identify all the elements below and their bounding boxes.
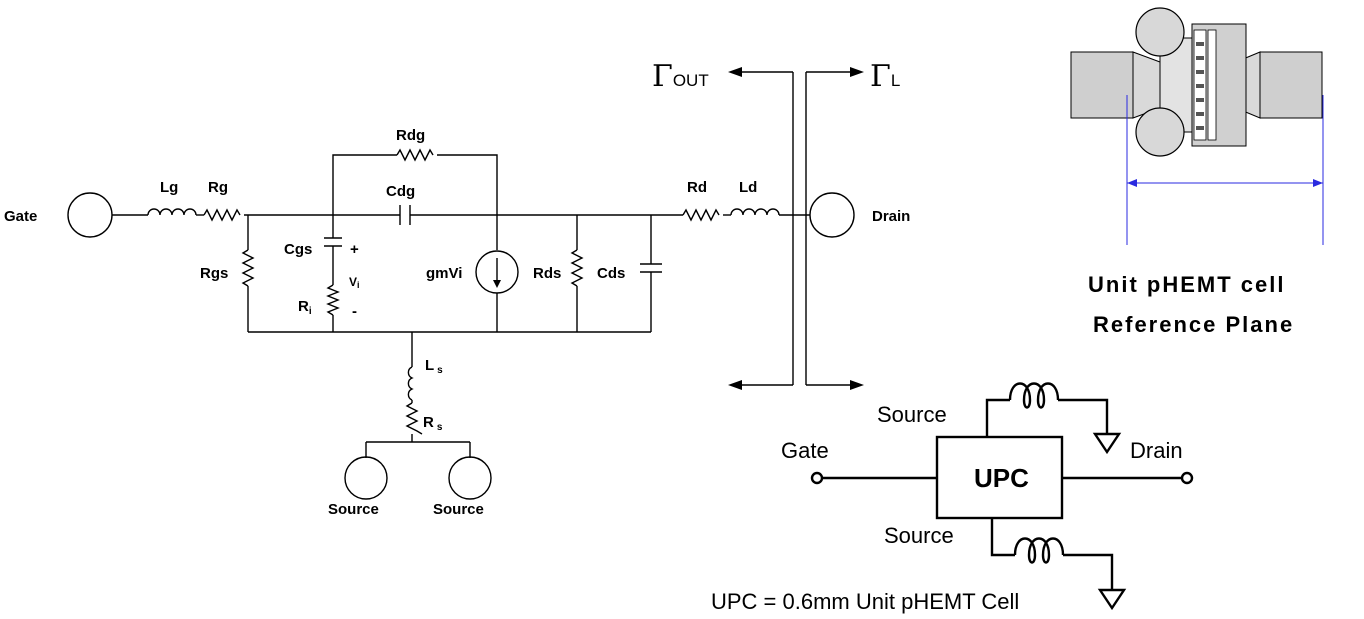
upc-top-source-inductor — [1008, 382, 1060, 409]
upc-caption: UPC = 0.6mm Unit pHEMT Cell — [711, 589, 1019, 614]
rg-label: Rg — [208, 179, 228, 196]
unit-phemt-cell-layout: Unit pHEMT cell Reference Plane — [1070, 7, 1324, 337]
lg-label: Lg — [160, 179, 178, 196]
gamma-out-label: ΓOUT — [652, 59, 709, 94]
cdg-capacitor — [399, 205, 411, 225]
rds-label: Rds — [533, 265, 561, 282]
source-terminal-2 — [448, 456, 492, 500]
gmvi-label: gmVi — [426, 265, 462, 282]
drain-terminal-label: Drain — [872, 208, 910, 225]
upc-gate-port — [810, 471, 824, 485]
upc-drain-label: Drain — [1130, 438, 1183, 463]
gate-terminal-label: Gate — [4, 208, 37, 225]
upc-top-ground-icon — [1092, 432, 1122, 455]
rd-label: Rd — [687, 179, 707, 196]
equivalent-circuit: Gate Lg Rg Cdg Rdg Rgs Cgs + Ri Vi - — [4, 127, 910, 518]
rd-resistor — [682, 208, 720, 222]
source-terminal-1-label: Source — [328, 501, 379, 518]
reference-plane-line1: Unit pHEMT cell — [1088, 272, 1285, 297]
rg-resistor — [203, 208, 241, 222]
upc-block-symbol: UPC Gate Drain Source Source UPC = 0.6mm… — [711, 382, 1194, 614]
rgs-label: Rgs — [200, 265, 228, 282]
cgs-label: Cgs — [284, 241, 312, 258]
drain-terminal — [809, 192, 855, 238]
ls-inductor — [407, 366, 414, 401]
rgs-resistor — [241, 249, 255, 287]
rds-resistor — [570, 249, 584, 287]
upc-top-source-label: Source — [877, 402, 947, 427]
upc-bottom-source-label: Source — [884, 523, 954, 548]
upc-bottom-source-inductor — [1013, 537, 1065, 564]
cds-capacitor — [640, 263, 662, 273]
cgs-capacitor — [324, 237, 342, 247]
cds-label: Cds — [597, 265, 625, 282]
ri-resistor — [326, 284, 340, 316]
rdg-resistor — [396, 148, 434, 162]
ld-inductor — [730, 208, 780, 216]
vi-label: Vi — [349, 275, 360, 290]
gate-terminal — [67, 192, 113, 238]
rs-resistor — [405, 402, 423, 435]
cdg-label: Cdg — [386, 183, 415, 200]
reflection-reference-planes: ΓOUT ΓL — [652, 59, 900, 390]
cgs-plus: + — [350, 241, 359, 258]
upc-drain-port — [1180, 471, 1194, 485]
reference-plane-line2: Reference Plane — [1093, 312, 1294, 337]
ri-label: Ri — [298, 298, 312, 317]
source-terminal-2-label: Source — [433, 501, 484, 518]
upc-block-label: UPC — [974, 463, 1029, 493]
upc-bottom-ground-icon — [1097, 588, 1127, 611]
gamma-load-label: ΓL — [870, 59, 900, 94]
upc-gate-label: Gate — [781, 438, 829, 463]
ld-label: Ld — [739, 179, 757, 196]
lg-inductor — [147, 208, 197, 216]
source-terminal-1 — [344, 456, 388, 500]
vi-minus: - — [352, 303, 357, 320]
rdg-label: Rdg — [396, 127, 425, 144]
